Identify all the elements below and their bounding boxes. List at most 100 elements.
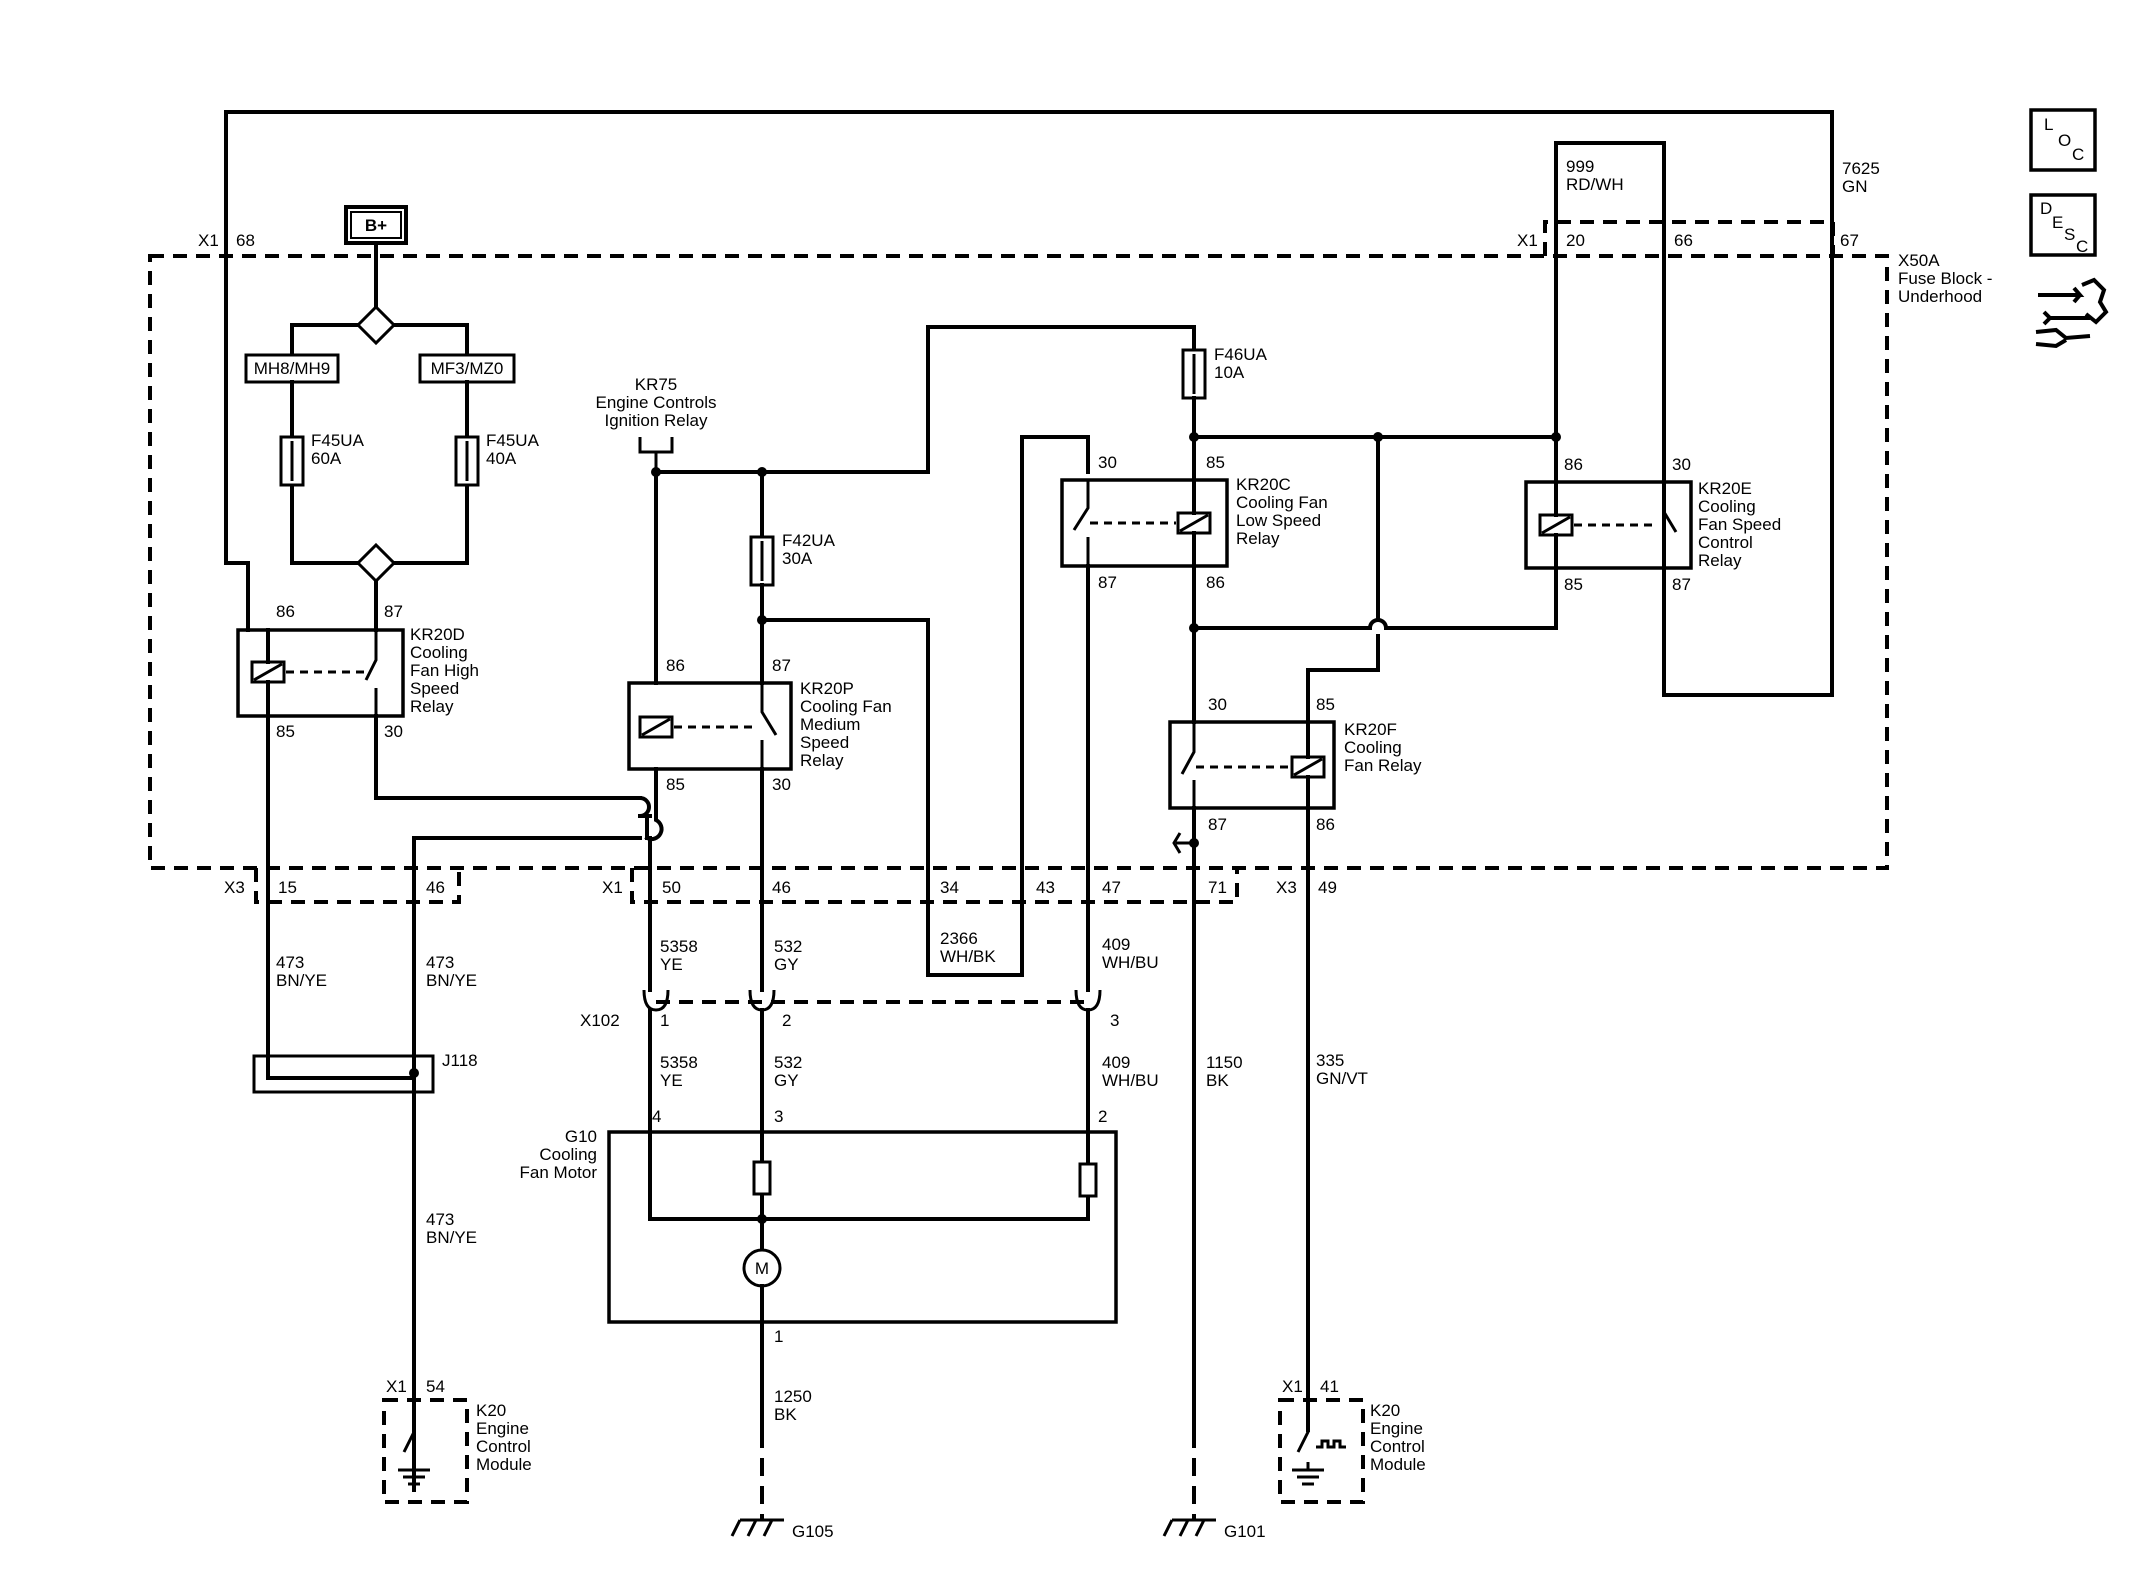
kr20f-line-1: Cooling (1344, 738, 1402, 757)
wire-7625-circuit: 7625 (1842, 159, 1880, 178)
kr20p-pin-85: 85 (666, 775, 685, 794)
wire-999-color: RD/WH (1566, 175, 1624, 194)
wire-999-circuit: 999 (1566, 157, 1594, 176)
kr20e-line-2: Fan Speed (1698, 515, 1781, 534)
fuse-f45ua-60a-rating: 60A (311, 449, 342, 468)
kr20d-line-4: Relay (410, 697, 454, 716)
kr20c-line-3: Relay (1236, 529, 1280, 548)
wire-1250-circuit: 1250 (774, 1387, 812, 1406)
kr75-name: KR75 (635, 375, 678, 394)
motor-symbol-label: M (755, 1259, 769, 1278)
fuse-block-outline (148, 220, 1889, 904)
kr20c-name: KR20C (1236, 475, 1291, 494)
kr20d-line-1: Cooling (410, 643, 468, 662)
kr20c-pin-87: 87 (1098, 573, 1117, 592)
ecm-left-box (382, 1398, 469, 1504)
ecm-right-connector-label: X1 (1282, 1377, 1303, 1396)
motor-pin-2: 2 (1098, 1107, 1107, 1126)
connector-x1-top-left-pin: 68 (236, 231, 255, 250)
kr20p-line-2: Medium (800, 715, 860, 734)
wire-473b-color: BN/YE (426, 971, 477, 990)
wire-532b-circuit: 532 (774, 1053, 802, 1072)
ecm-left-name: K20 (476, 1401, 506, 1420)
wire-1150-color: BK (1206, 1071, 1229, 1090)
motor-pin-4: 4 (652, 1107, 661, 1126)
connector-x1-top-right-pin-20: 20 (1566, 231, 1585, 250)
kr20d-line-2: Fan High (410, 661, 479, 680)
x1-mid-pin-43: 43 (1036, 878, 1055, 897)
loc-letter-o: O (2058, 131, 2071, 150)
kr20f-pin-86: 86 (1316, 815, 1335, 834)
motor-resistor-right (1078, 1162, 1098, 1198)
wire-409b-color: WH/BU (1102, 1071, 1159, 1090)
ground-symbol-g101 (1162, 1518, 1216, 1537)
fuse-f42ua-rating: 30A (782, 549, 813, 568)
option-right-label: MF3/MZ0 (431, 359, 504, 378)
kr20e-line-1: Cooling (1698, 497, 1756, 516)
motor-line-1: Cooling (539, 1145, 597, 1164)
x3-right-label: X3 (1276, 878, 1297, 897)
kr20e-pin-85: 85 (1564, 575, 1583, 594)
desc-button[interactable]: D E S C (2029, 193, 2097, 257)
fuse-block-desc-1: Fuse Block - (1898, 269, 1992, 288)
wire-2366-color: WH/BK (940, 947, 996, 966)
ecm-left-connector-label: X1 (386, 1377, 407, 1396)
wire-1150-circuit: 1150 (1206, 1053, 1243, 1072)
battery-label: B+ (365, 216, 387, 235)
kr20p-pin-86: 86 (666, 656, 685, 675)
connector-x1-top-left-label: X1 (198, 231, 219, 250)
kr20e-line-4: Relay (1698, 551, 1742, 570)
wire-335-color: GN/VT (1316, 1069, 1368, 1088)
motor-name: G10 (565, 1127, 597, 1146)
kr20d-name: KR20D (410, 625, 465, 644)
kr20p-line-3: Speed (800, 733, 849, 752)
ecm-right-name: K20 (1370, 1401, 1400, 1420)
ground-symbol-g105 (730, 1518, 784, 1537)
cooling-fan-motor (607, 1130, 1118, 1324)
option-left-label: MH8/MH9 (254, 359, 331, 378)
x102-pin-1: 1 (660, 1011, 669, 1030)
battery-terminal (344, 205, 408, 245)
wire-5358a-circuit: 5358 (660, 937, 698, 956)
kr20f-pin-30: 30 (1208, 695, 1227, 714)
x1-mid-pin-71: 71 (1208, 878, 1227, 897)
x1-mid-pin-34: 34 (940, 878, 959, 897)
x102-pin-2: 2 (782, 1011, 791, 1030)
kr20f-pin-87: 87 (1208, 815, 1227, 834)
fuse-f46ua-rating: 10A (1214, 363, 1245, 382)
wire-7625-color: GN (1842, 177, 1868, 196)
kr75-line-1: Engine Controls (596, 393, 717, 412)
wire-409a-circuit: 409 (1102, 935, 1130, 954)
connector-tool-icon[interactable] (2035, 277, 2109, 349)
kr20c-pin-86: 86 (1206, 573, 1225, 592)
kr20p-pin-30: 30 (772, 775, 791, 794)
splice-j118 (252, 1054, 435, 1094)
fuse-block-desc-2: Underhood (1898, 287, 1982, 306)
x102-pin-3: 3 (1110, 1011, 1119, 1030)
kr20e-pin-30: 30 (1672, 455, 1691, 474)
x3-left-pin-46: 46 (426, 878, 445, 897)
splice-diamond-top (355, 304, 397, 346)
connector-x1-top-right-pin-66: 66 (1674, 231, 1693, 250)
kr75-line-2: Ignition Relay (604, 411, 708, 430)
fuse-f45ua-60a-name: F45UA (311, 431, 365, 450)
option-box-right (418, 353, 516, 384)
x1-mid-pin-50: 50 (662, 878, 681, 897)
wire-473c-circuit: 473 (426, 1210, 454, 1229)
splice-j118-label: J118 (442, 1051, 478, 1070)
kr20c-line-2: Low Speed (1236, 511, 1321, 530)
kr20d-pin-30: 30 (384, 722, 403, 741)
connector-x1-top-right-pin-67: 67 (1840, 231, 1859, 250)
fuse-block-name: X50A (1898, 251, 1940, 270)
kr20d-pin-85: 85 (276, 722, 295, 741)
wire-532b-color: GY (774, 1071, 799, 1090)
loc-button[interactable]: L O C (2029, 108, 2097, 172)
kr20p-line-1: Cooling Fan (800, 697, 892, 716)
ecm-right-line-1: Engine (1370, 1419, 1423, 1438)
loc-letter-l: L (2044, 115, 2053, 134)
wire-473c-color: BN/YE (426, 1228, 477, 1247)
wire-473a-circuit: 473 (276, 953, 304, 972)
kr20e-pin-87: 87 (1672, 575, 1691, 594)
wire-5358a-color: YE (660, 955, 683, 974)
